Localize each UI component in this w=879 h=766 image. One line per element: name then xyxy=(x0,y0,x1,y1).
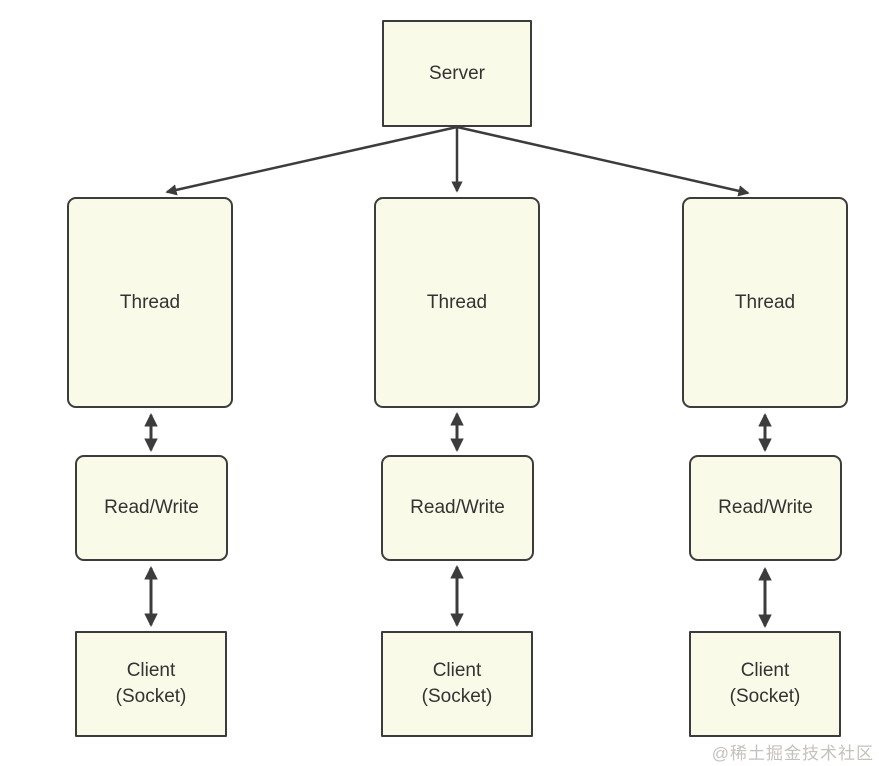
client-label: Client (Socket) xyxy=(115,660,187,707)
client-label: Client (Socket) xyxy=(729,660,801,707)
client-node-3: Client (Socket) xyxy=(689,631,841,737)
thread-label: Thread xyxy=(426,291,488,313)
server-label: Server xyxy=(429,62,485,84)
readwrite-label: Read/Write xyxy=(410,497,505,519)
readwrite-node-3: Read/Write xyxy=(689,455,842,561)
readwrite-label: Read/Write xyxy=(104,497,199,519)
server-node: Server xyxy=(382,20,532,127)
thread-label: Thread xyxy=(119,291,181,313)
thread-node-3: Thread xyxy=(682,197,848,408)
client-label: Client (Socket) xyxy=(421,660,493,707)
readwrite-node-2: Read/Write xyxy=(381,455,534,561)
bidirectional-arrows xyxy=(144,411,772,629)
thread-label: Thread xyxy=(734,291,796,313)
client-node-2: Client (Socket) xyxy=(381,631,533,737)
server-to-thread-arrows xyxy=(165,125,750,197)
thread-node-1: Thread xyxy=(67,197,233,408)
readwrite-label: Read/Write xyxy=(718,497,813,519)
thread-node-2: Thread xyxy=(374,197,540,408)
readwrite-node-1: Read/Write xyxy=(75,455,228,561)
client-node-1: Client (Socket) xyxy=(75,631,227,737)
watermark-text: @稀土掘金技术社区 xyxy=(711,744,874,763)
